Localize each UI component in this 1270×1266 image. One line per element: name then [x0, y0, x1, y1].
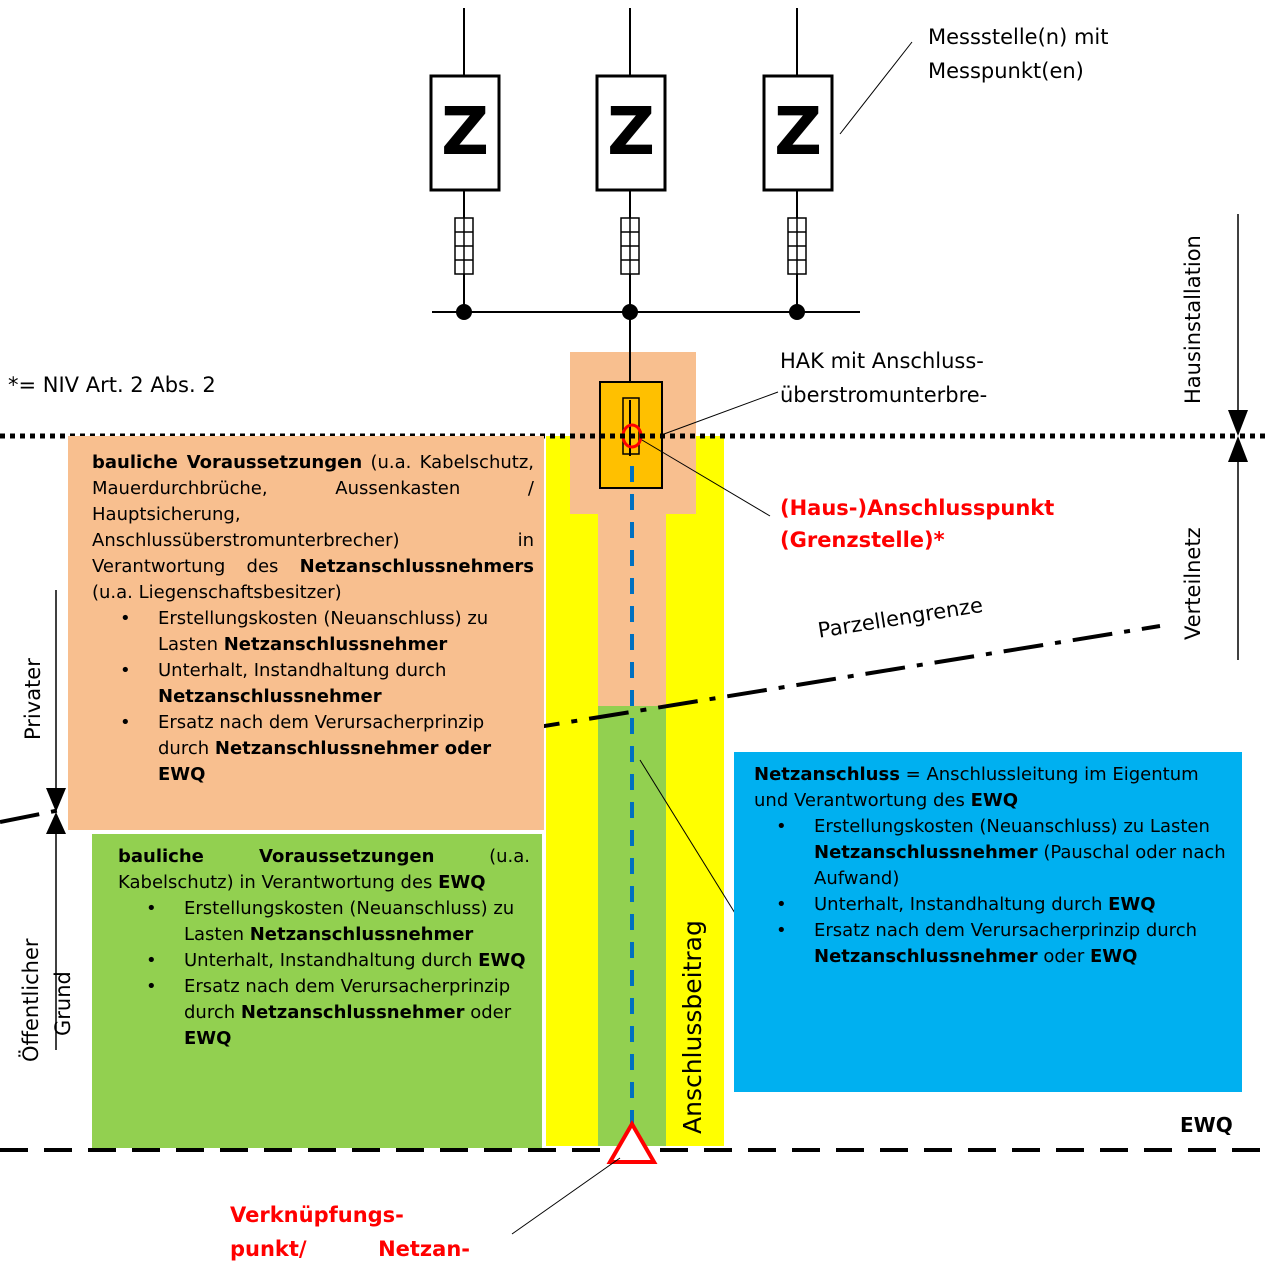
meter-2-symbol: Z — [607, 93, 655, 170]
meter-label: Messstelle(n) mit Messpunkt(en) — [928, 25, 1109, 83]
public-ground-label-2: Grund — [51, 971, 75, 1036]
parcel-boundary-line — [519, 624, 1161, 732]
fuse-1 — [454, 217, 474, 275]
link-point-label: Verknüpfungs- punkt/ Netzan- — [230, 1203, 470, 1261]
fuse-3 — [787, 217, 807, 275]
meter-3-symbol: Z — [774, 93, 822, 170]
list-item: Erstellungskosten (Neuanschluss) zu Last… — [776, 814, 1226, 892]
list-item: Ersatz nach dem Verursacherprinzip durch… — [120, 710, 534, 788]
ewq-construction-box: bauliche Voraussetzungen (u.a. Kabelschu… — [92, 834, 542, 1148]
grid-connection-box: Netzanschluss = Anschlussleitung im Eige… — [734, 752, 1242, 1092]
public-ground-label-1: Öffentlicher — [19, 938, 43, 1062]
list-item: Unterhalt, Instandhaltung durch EWQ — [146, 948, 530, 974]
list-item: Erstellungskosten (Neuanschluss) zu Last… — [120, 606, 534, 658]
list-item: Unterhalt, Instandhaltung durch Netzansc… — [120, 658, 534, 710]
list-item: Unterhalt, Instandhaltung durch EWQ — [776, 892, 1226, 918]
grid-connection-intro: Netzanschluss = Anschlussleitung im Eige… — [754, 764, 1199, 811]
meter-3 — [762, 74, 834, 192]
meter-2 — [595, 74, 667, 192]
house-installation-label: Hausinstallation — [1181, 235, 1205, 404]
meter-1 — [429, 74, 501, 192]
meter-1-symbol: Z — [441, 93, 489, 170]
list-item: Ersatz nach dem Verursacherprinzip durch… — [776, 918, 1226, 970]
hak-label: HAK mit Anschluss-überstromunterbre- — [780, 349, 988, 407]
list-item: Ersatz nach dem Verursacherprinzip durch… — [146, 974, 530, 1052]
owner-intro: bauliche Voraussetzungen (u.a. Kabelschu… — [92, 452, 534, 603]
private-label: Privater — [21, 658, 45, 740]
distribution-grid-label: Verteilnetz — [1181, 527, 1205, 640]
owner-responsibility-box: bauliche Voraussetzungen (u.a. Kabelschu… — [68, 436, 544, 830]
ewq-label: EWQ — [1180, 1113, 1233, 1137]
fuse-2 — [620, 217, 640, 275]
link-point-triangle — [606, 1120, 658, 1164]
niv-note: *= NIV Art. 2 Abs. 2 — [8, 373, 216, 397]
list-item: Erstellungskosten (Neuanschluss) zu Last… — [146, 896, 530, 948]
ewq-construction-intro: bauliche Voraussetzungen (u.a. Kabelschu… — [118, 846, 530, 893]
connection-point-label: (Haus-)Anschlusspunkt (Grenzstelle)* — [780, 496, 1055, 552]
connection-fee-label: Anschlussbeitrag — [678, 920, 707, 1134]
